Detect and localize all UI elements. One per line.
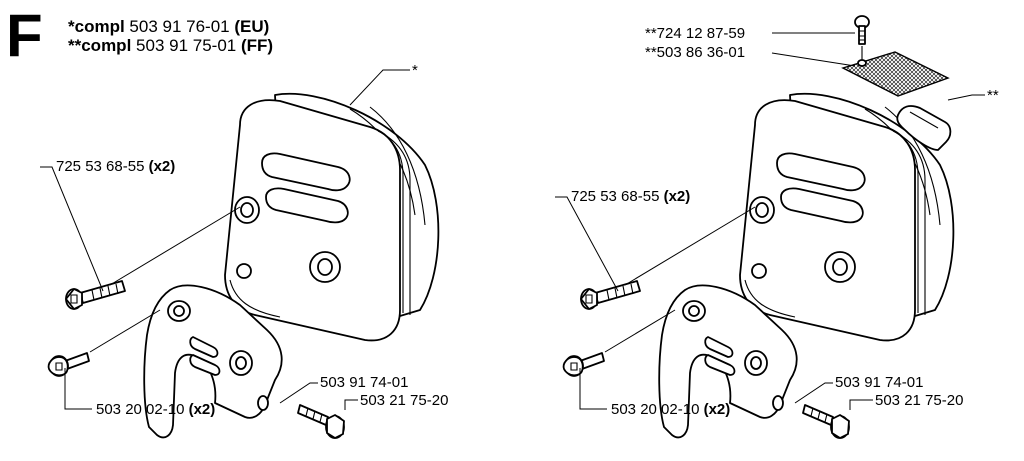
header-1-number: 503 91 76-01 <box>129 17 230 36</box>
left-screw-bottom-right <box>297 404 345 439</box>
left-muffler <box>224 92 440 342</box>
left-screw-bl-qty: (x2) <box>188 401 216 418</box>
left-screw-side <box>65 280 126 310</box>
right-deflector-marker: ** <box>987 87 999 104</box>
section-letter: F <box>6 2 43 69</box>
right-screw-bottom-right-label: 503 21 75-20 <box>875 392 964 409</box>
header-2-variant: (FF) <box>240 36 274 55</box>
left-screw-bottom-right-label: 503 21 75-20 <box>360 392 449 409</box>
right-screw-bl-number: 503 20 02-10 <box>611 401 700 418</box>
left-bracket-label: 503 91 74-01 <box>320 374 409 391</box>
right-screw-side-label: 725 53 68-55 (x2) <box>571 188 690 205</box>
left-leaders <box>40 69 410 410</box>
right-screw-bottom-left-label: 503 20 02-10 (x2) <box>611 401 730 418</box>
right-leaders <box>555 32 985 410</box>
right-bracket-label: 503 91 74-01 <box>835 374 924 391</box>
header-1-prefix: *compl <box>68 17 125 36</box>
right-screw-side <box>580 280 641 310</box>
right-top-screw <box>854 15 870 67</box>
header-line-2: **compl 503 91 75-01 (FF) <box>68 36 273 55</box>
right-screw-side-qty: (x2) <box>663 188 691 205</box>
left-screw-bottom-left <box>47 352 90 377</box>
right-screw-bl-qty: (x2) <box>703 401 731 418</box>
deflector <box>896 105 952 151</box>
right-top-screw-label: **724 12 87-59 <box>645 25 746 42</box>
header-2-number: 503 91 75-01 <box>136 36 237 55</box>
right-screw-bottom-left <box>562 352 605 377</box>
header-2-prefix: **compl <box>68 36 132 55</box>
left-screw-bottom-left-label: 503 20 02-10 (x2) <box>96 401 215 418</box>
right-screen-label: **503 86 36-01 <box>645 44 746 61</box>
left-screw-side-number: 725 53 68-55 <box>56 158 145 175</box>
header-1-variant: (EU) <box>234 17 270 36</box>
right-screw-bottom-right <box>802 404 850 439</box>
spark-arrestor-screen <box>841 51 950 97</box>
left-muffler-marker: * <box>412 62 418 79</box>
left-screw-side-qty: (x2) <box>148 158 176 175</box>
left-screw-side-label: 725 53 68-55 (x2) <box>56 158 175 175</box>
header-line-1: *compl 503 91 76-01 (EU) <box>68 17 269 36</box>
right-screw-side-number: 725 53 68-55 <box>571 188 660 205</box>
left-screw-bl-number: 503 20 02-10 <box>96 401 185 418</box>
